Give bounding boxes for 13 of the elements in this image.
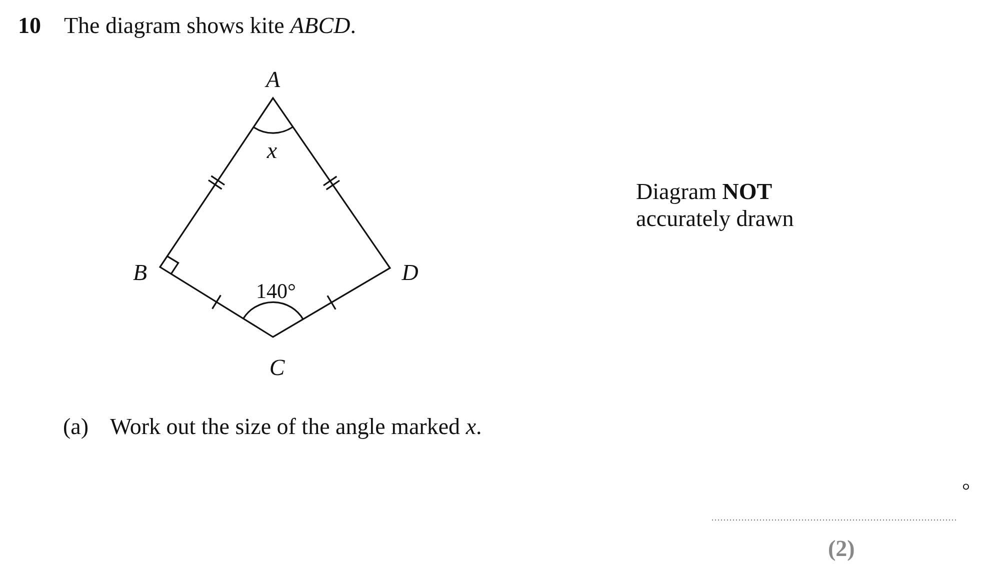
accuracy-note: Diagram NOT accurately drawn [636,178,795,232]
vertex-label: A [266,66,280,93]
vertex-label: D [402,259,418,286]
angle-label: x [266,137,278,164]
question-text: The diagram shows kite ABCD. [64,12,356,39]
question-number: 10 [18,12,41,39]
vertex-label: B [132,259,148,286]
degree-sign: ° [962,479,970,504]
marks-label: (2) [828,535,855,562]
question-text: Work out the size of the angle marked x. [110,413,482,440]
part-label: (a) [63,413,89,440]
vertex-label: C [269,354,285,381]
angle-label: 140° [256,280,296,303]
